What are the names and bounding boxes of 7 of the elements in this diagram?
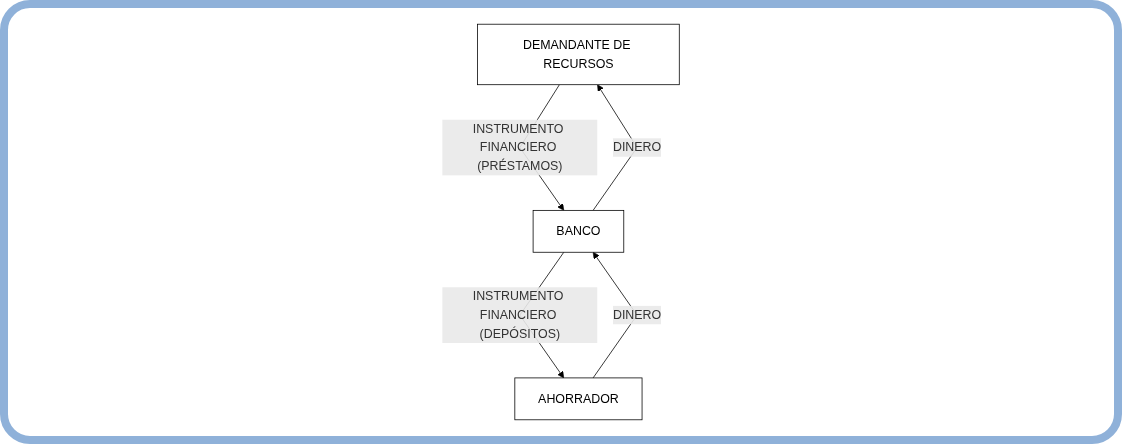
node-box: AHORRADOR <box>514 377 643 421</box>
node-box: BANCO <box>532 210 625 253</box>
edge-label: INSTRUMENTO FINANCIERO (PRÉSTAMOS) <box>472 121 564 173</box>
node-box: DEMANDANTE DE RECURSOS <box>477 23 680 86</box>
edge-label: DINERO <box>613 308 662 322</box>
edge-label: INSTRUMENTO FINANCIERO (DEPÓSITOS) <box>472 289 564 340</box>
edge-label: DINERO <box>613 140 662 154</box>
